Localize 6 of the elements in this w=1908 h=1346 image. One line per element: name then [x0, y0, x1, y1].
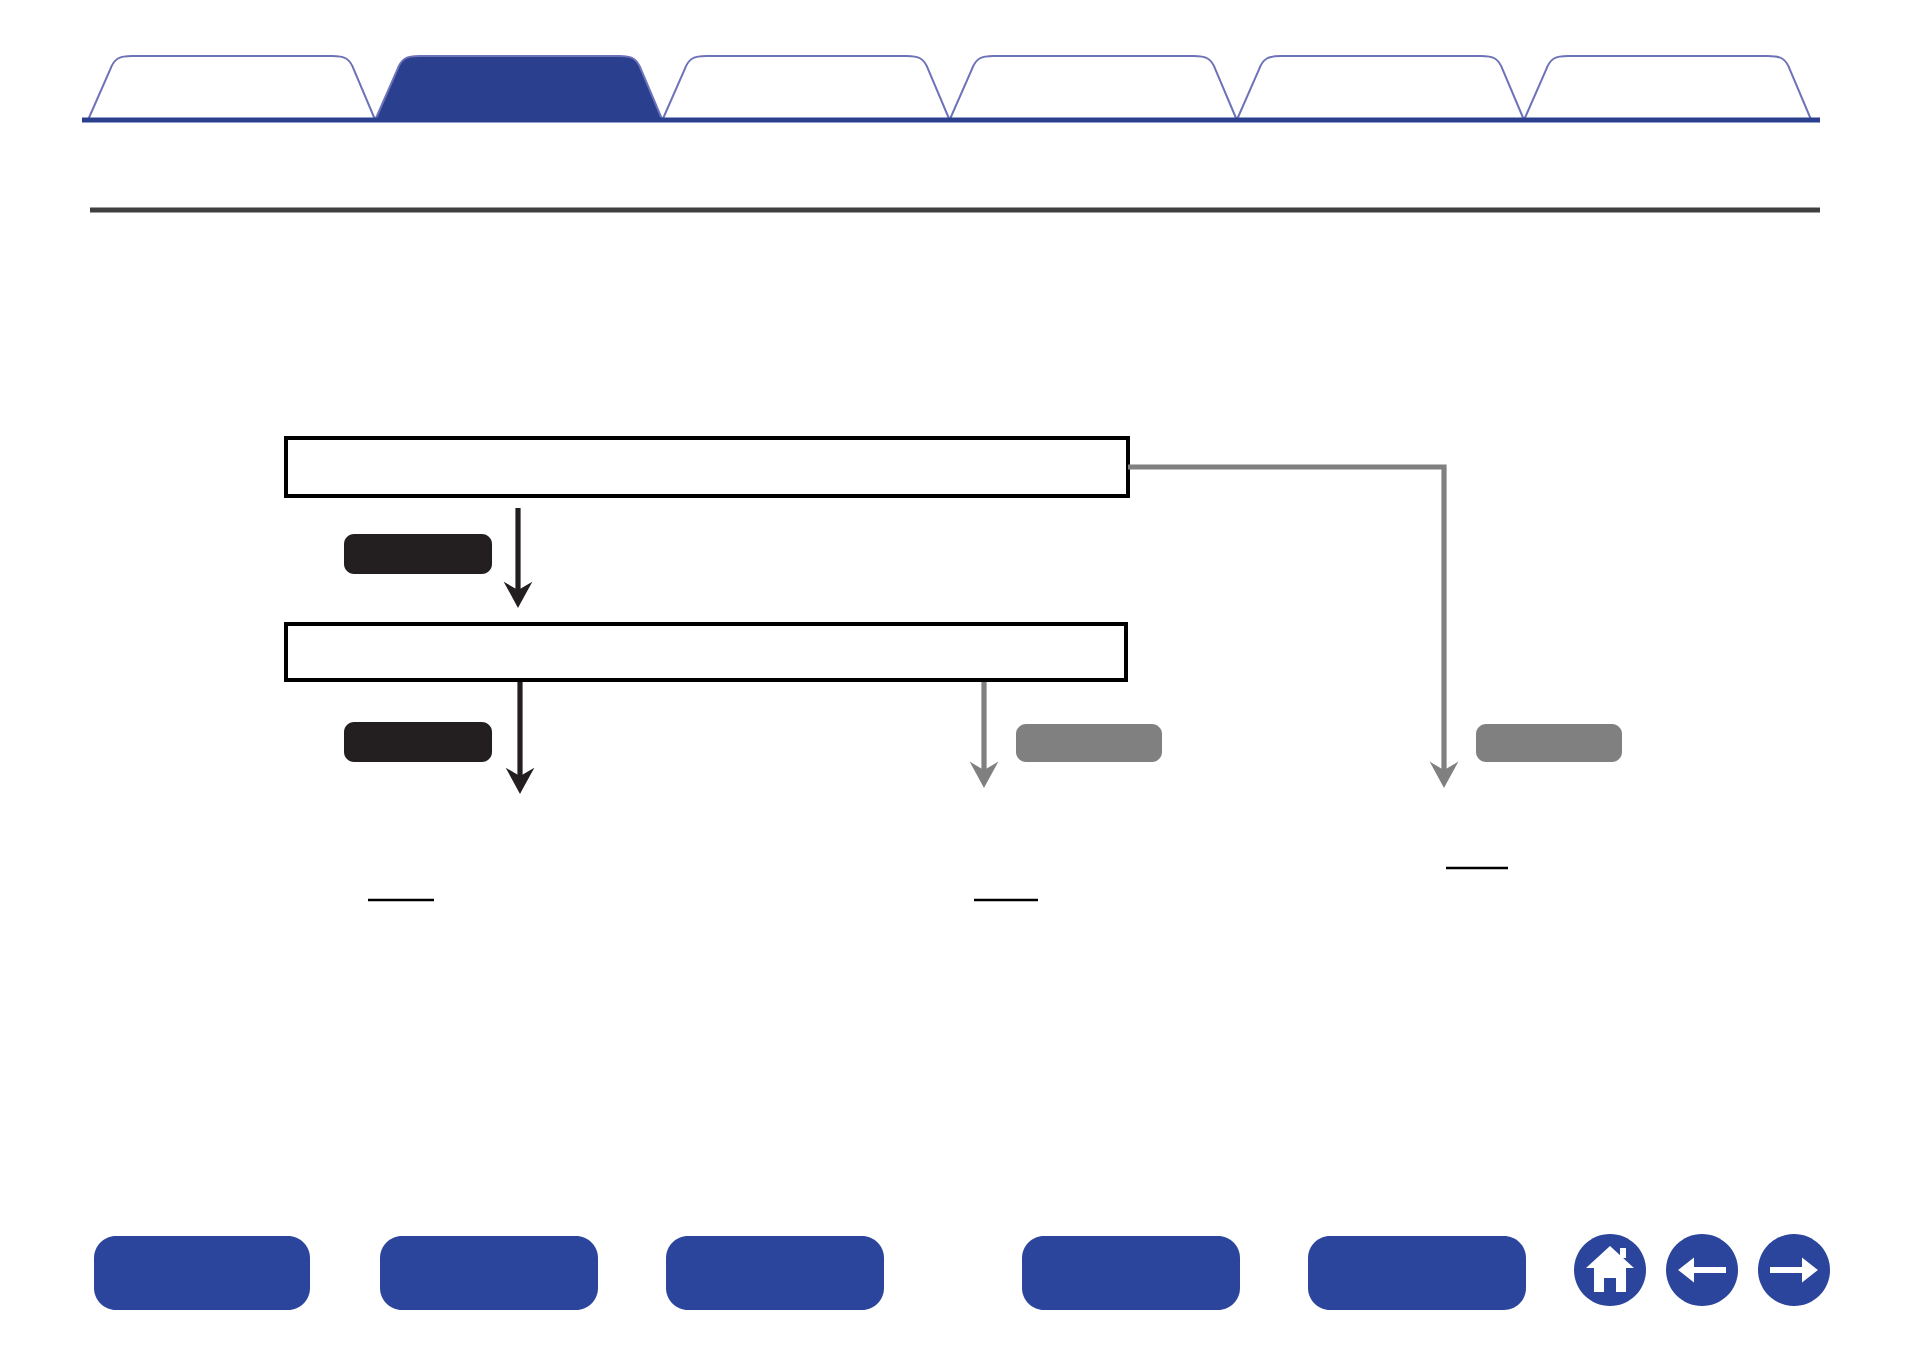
pill-badge	[344, 534, 492, 574]
pill-badge	[344, 722, 492, 762]
process-box	[284, 622, 1128, 682]
pill-badge	[1016, 724, 1162, 762]
process-box	[284, 436, 1130, 498]
pill-badge	[1476, 724, 1622, 762]
